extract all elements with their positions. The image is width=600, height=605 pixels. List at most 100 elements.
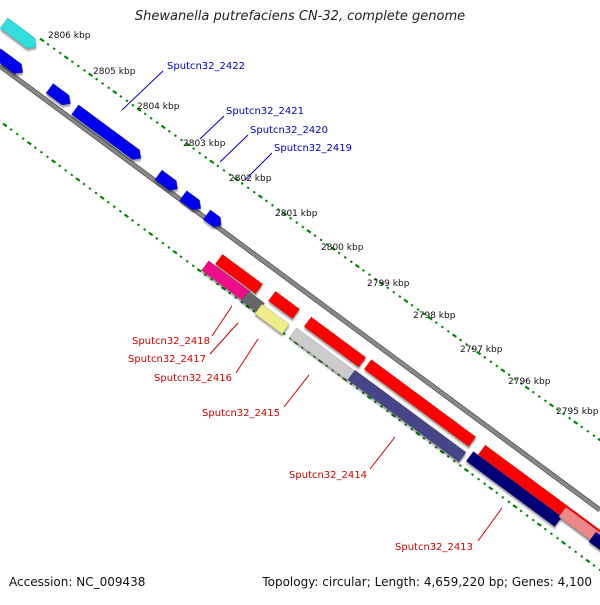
outer-tick-mark [422,312,426,316]
gene-reverse-shape [214,253,264,295]
forward-label-leader [219,134,249,163]
gene-reverse [363,359,477,447]
outer-tick-mark [149,116,153,120]
inner-tick-mark [391,413,397,418]
gene-reverse-shape [267,290,301,320]
inner-tick-mark [245,304,251,309]
inner-tick-mark [39,150,43,154]
outer-tick-mark [471,347,475,351]
inner-tick-mark [155,237,159,240]
inner-tick-mark [313,355,317,359]
outer-tick-mark [143,112,147,116]
outer-tick-mark [573,420,579,425]
inner-tick-mark [112,205,116,209]
forward-label-leader [199,115,225,140]
gene-slate-shape [347,369,467,463]
outer-tick-mark [489,360,493,364]
reverse-label-leader [369,436,396,470]
gene-reverse [303,316,367,368]
gene-slate [347,369,467,463]
inner-tick-mark [318,358,324,364]
inner-tick-mark [337,373,341,377]
scale-label: 2797 kbp [460,345,503,355]
backbone-line [0,64,600,512]
outer-tick-mark [233,176,239,182]
scale-label: 2801 kbp [275,209,318,219]
inner-tick-mark [137,223,141,227]
inner-tick-mark [439,449,445,455]
gene-reverse-shape [363,359,477,447]
map-title: Shewanella putrefaciens CN-32, complete … [134,9,466,24]
outer-tick-mark [524,385,530,391]
reverse-gene-label: Sputcn32_2414 [289,470,367,481]
outer-tick-mark [440,325,444,329]
outer-tick-mark [198,151,202,155]
outer-tick-mark [222,168,226,172]
genes-value: 4,100 [557,575,592,589]
scale-label: 2800 kbp [321,243,364,253]
gene-navy [465,451,563,527]
inner-tick-mark [51,159,57,164]
outer-tick-mark [446,329,450,333]
forward-gene-label: Sputcn32_2421 [226,106,304,117]
reverse-gene-label: Sputcn32_2417 [128,354,206,365]
inner-tick-mark [307,350,311,354]
gene-reverse [214,253,264,295]
outer-tick-mark [374,277,378,281]
outer-tick-mark [228,173,232,177]
outer-tick-mark [257,194,263,199]
topology-value: circular [322,575,367,589]
outer-tick-mark [354,263,360,269]
inner-tick-mark [130,218,135,222]
inner-tick-mark [355,386,359,390]
inner-tick-mark [385,409,390,413]
inner-tick-mark [240,300,244,304]
inner-tick-mark [495,491,499,495]
inner-tick-mark [209,277,213,281]
outer-tick-mark [398,295,402,298]
outer-tick-mark [427,316,433,321]
inner-tick-mark [574,550,578,554]
gene-lightgray-shape [289,327,355,381]
outer-tick-mark [246,186,250,190]
inner-tick-mark [366,395,372,400]
outer-tick-mark [252,190,256,194]
scale-label: 2798 kbp [413,311,456,321]
inner-tick-mark [331,368,335,372]
outer-tick-mark [112,89,118,95]
outer-tick-mark [343,255,347,259]
inner-tick-mark [361,391,365,395]
inner-tick-mark [106,200,110,204]
outer-tick-mark [592,434,596,438]
accession-text: Accession: NC_009438 [9,575,145,589]
inner-tick-mark [88,187,92,191]
scale-label: 2804 kbp [137,102,180,112]
scale-label: 2796 kbp [508,377,551,387]
gene-navy-shape [465,451,563,527]
gene-forward-shape [154,169,178,191]
inner-tick-mark [349,382,353,386]
outer-tick-mark [70,60,74,64]
gene-forward-shape [71,104,142,160]
inner-tick-mark [99,195,105,200]
outer-tick-mark [548,403,555,408]
outer-tick-mark [125,99,129,103]
outer-tick-mark [410,303,414,307]
outer-tick-mark [264,199,268,203]
outer-tick-mark [361,268,365,272]
outer-tick-mark [386,286,390,290]
outer-tick-mark [500,368,506,373]
inner-tick-mark [404,423,408,427]
outer-tick-mark [306,229,312,234]
gene-cyan-shape [0,17,37,49]
inner-tick-mark [512,504,518,509]
outer-tick-mark [465,342,469,346]
inner-tick-mark [300,346,305,349]
inner-tick-mark [21,137,25,141]
reverse-label-leader [209,322,239,355]
inner-tick-mark [123,213,129,219]
outer-tick-mark [270,203,274,207]
inner-tick-mark [15,132,19,136]
inner-tick-mark [215,282,220,286]
